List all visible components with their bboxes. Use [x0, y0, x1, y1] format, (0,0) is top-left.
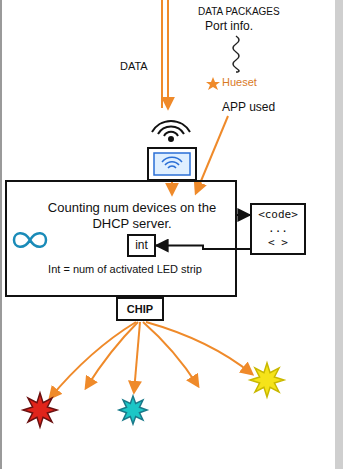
sketch-label: Hueset	[222, 76, 257, 88]
code-box: <code>...< >	[250, 203, 306, 255]
box-text: int	[135, 238, 148, 253]
board-note: Counting num devices on the DHCP server.	[47, 200, 217, 232]
page-edge	[0, 0, 2, 469]
wifi-icon	[162, 157, 182, 168]
chip-arrows	[50, 322, 252, 398]
sketch-label: APP used	[222, 100, 275, 114]
wifi-module	[148, 148, 196, 180]
box-text: < >	[258, 236, 298, 250]
module-arrow	[171, 181, 173, 194]
led-stars	[23, 363, 284, 427]
board-note: Int = num of activated LED strip	[19, 262, 231, 276]
box-text: <code>	[258, 208, 298, 222]
star-mark	[206, 77, 220, 90]
chip-box: CHIP	[116, 297, 164, 321]
page-edge	[335, 0, 343, 469]
led-star	[23, 393, 57, 427]
int-box: int	[127, 234, 156, 257]
arduino-logo	[14, 233, 46, 247]
wifi-module-screen	[154, 153, 190, 175]
led-star	[119, 396, 147, 424]
box-text: CHIP	[126, 302, 154, 316]
sketch-label: DATA PACKAGES	[198, 6, 280, 17]
data-arrow	[167, 0, 169, 108]
data-arrow	[161, 0, 163, 108]
wifi-symbol	[152, 121, 190, 141]
box-text: ...	[258, 222, 298, 236]
sketch-label: DATA	[120, 60, 148, 72]
squiggle-line	[233, 36, 239, 72]
board-box: Counting num devices on the DHCP server.…	[5, 180, 237, 297]
connector-arrow	[237, 214, 250, 216]
led-star	[250, 363, 284, 397]
sketch-label: Port info.	[205, 19, 253, 33]
